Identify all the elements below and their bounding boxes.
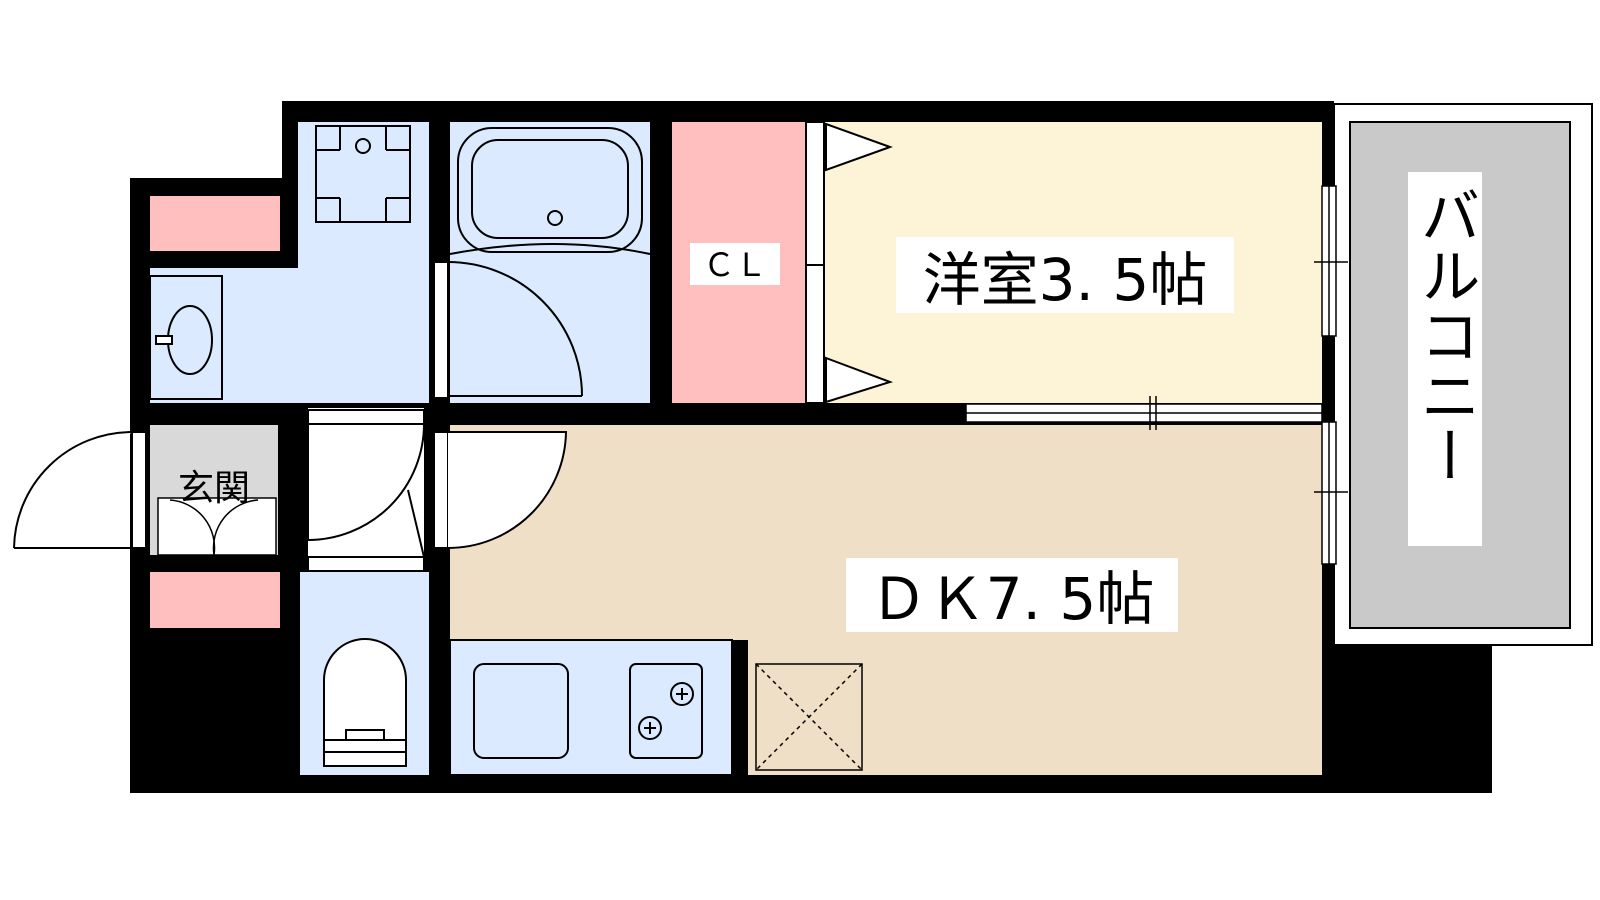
balcony: バルコニー [1333,103,1593,646]
dk-door[interactable] [433,431,568,549]
washing-machine-pan [315,125,411,223]
closet-label: ＣＬ [703,246,767,284]
entrance-step [157,497,277,556]
refrigerator-space [755,663,863,771]
dk-label-bg [846,558,1178,632]
western-room-label: 洋室3. 5帖 [923,246,1208,314]
washroom-floor [298,122,429,403]
shoe-cabinet-lower [150,572,280,628]
closet-doors[interactable] [805,121,894,404]
washroom-door[interactable] [307,409,425,541]
entrance-label: 玄関 [178,468,250,509]
stove [629,663,703,759]
bathtub [449,127,651,255]
dk-label: ＤＫ7. 5帖 [870,565,1155,633]
sliding-door[interactable] [965,396,1323,430]
counter-end-wall [732,640,748,775]
western-room-label-bg [896,237,1234,313]
washbasin [149,275,223,400]
kitchen-sink [473,663,569,759]
balcony-label: バルコニー [1410,185,1480,485]
toilet [323,638,407,767]
toilet-door[interactable] [307,489,425,572]
bathroom-floor [450,122,650,403]
window-dk [1314,421,1348,565]
closet-label-bg [690,243,780,285]
window-western-room [1314,185,1348,337]
shoe-cabinet-upper [150,196,280,251]
front-door[interactable] [13,431,147,549]
bathroom-door[interactable] [433,261,583,399]
entrance-cabinet-doors [169,499,259,556]
